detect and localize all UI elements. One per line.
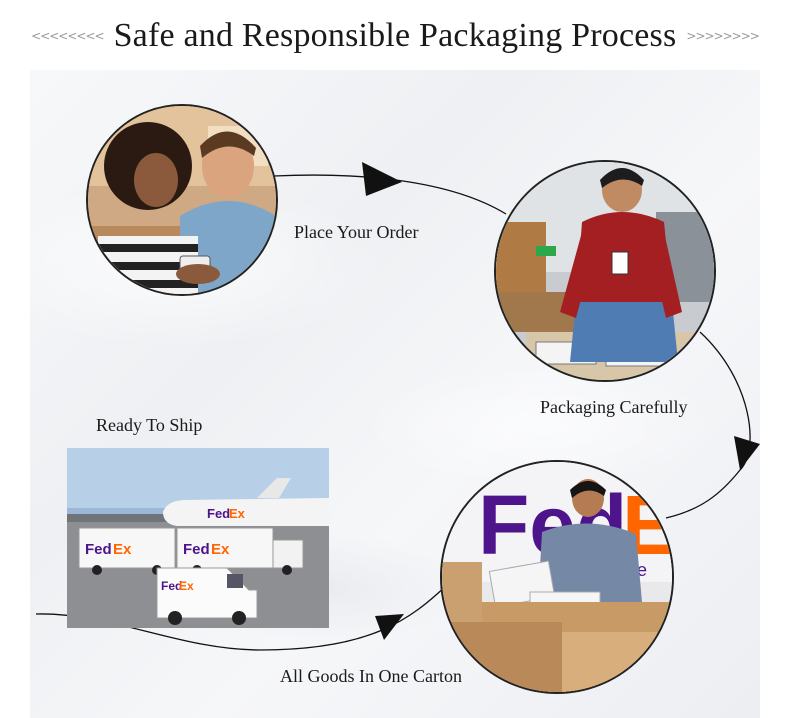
van-logo-fed: Fed [161, 579, 182, 593]
van-logo-ex: Ex [179, 579, 194, 593]
couple-shopping-photo [88, 106, 276, 294]
step-3-label: All Goods In One Carton [280, 666, 462, 686]
warehouse-packing-photo [496, 162, 714, 380]
deco-right: >>>>>>>> [686, 29, 759, 43]
page-title: Safe and Responsible Packaging Process [113, 17, 677, 54]
step-2-label: Packaging Carefully [540, 397, 688, 417]
step-2-image [494, 160, 716, 382]
plane-logo-fed: Fed [207, 506, 230, 521]
truck1-logo-fed: Fed [85, 541, 112, 558]
truck1-logo-ex: Ex [113, 541, 132, 558]
truck2-logo-fed: Fed [183, 541, 210, 558]
step-4-label: Ready To Ship [96, 415, 203, 435]
step-4-image: Fed Ex Fed Ex Fed Ex Fed Ex [67, 448, 329, 628]
fedex-fleet-photo: Fed Ex Fed Ex Fed Ex Fed Ex [67, 448, 329, 628]
step-1-image [86, 104, 278, 296]
deco-left: <<<<<<<< [31, 29, 104, 43]
plane-logo-ex: Ex [229, 506, 246, 521]
page-header: <<<<<<<< Safe and Responsible Packaging … [0, 0, 790, 72]
step-1-label: Place Your Order [294, 222, 419, 242]
carton-packing-photo: Fed Ex expre [442, 462, 672, 692]
step-3-image: Fed Ex expre [440, 460, 674, 694]
truck2-logo-ex: Ex [211, 541, 230, 558]
